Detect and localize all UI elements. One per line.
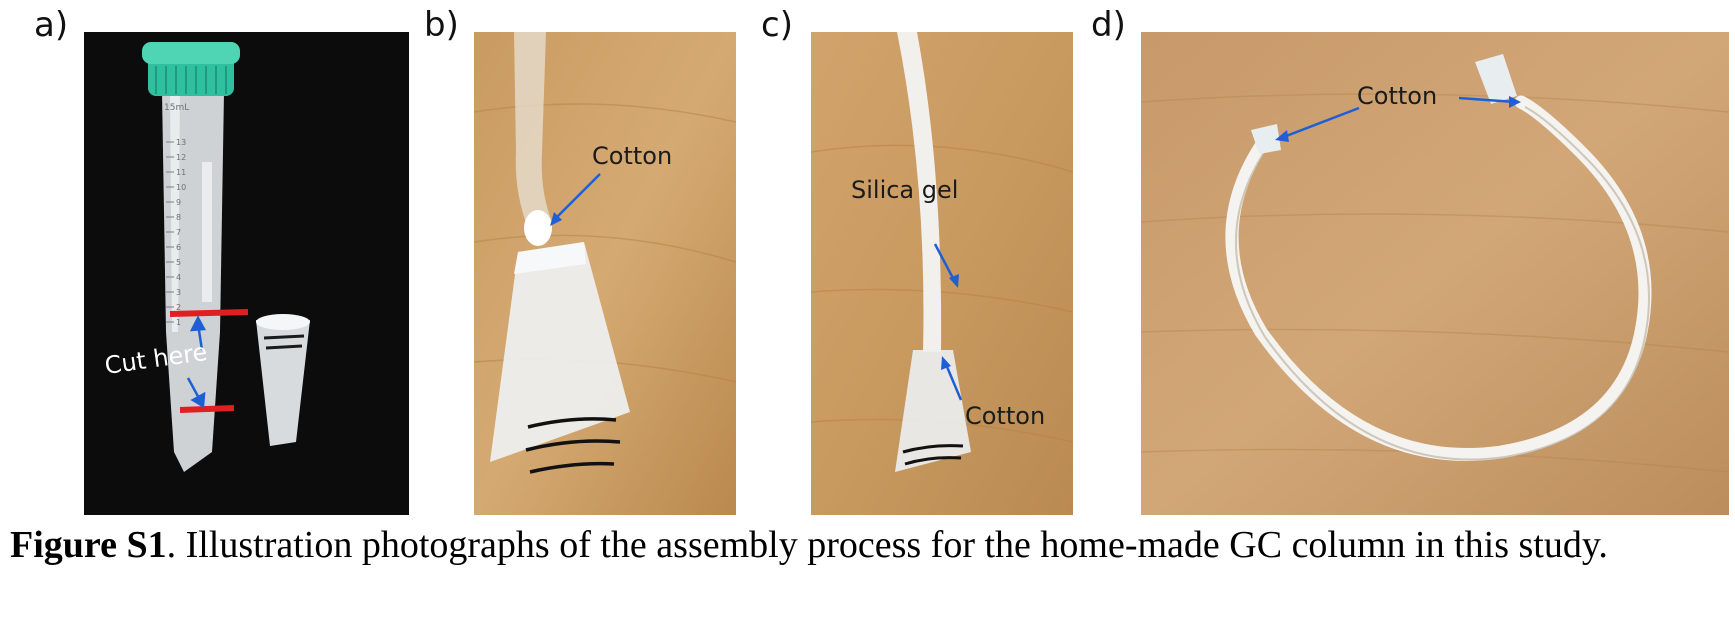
column-end-left — [1251, 124, 1281, 154]
graduation-1: 1 — [176, 318, 181, 327]
figure-caption: Figure S1. Illustration photographs of t… — [10, 522, 1730, 568]
figure-caption-text: . Illustration photographs of the assemb… — [166, 524, 1608, 566]
tube-volume-label: 15mL — [164, 103, 189, 113]
cut-line-top — [169, 309, 249, 317]
graduation-10: 10 — [176, 183, 186, 192]
graduation-2: 2 — [176, 303, 181, 312]
cotton-plug — [524, 210, 552, 246]
column-end-right — [1475, 54, 1517, 104]
annotation-cotton-c: Cotton — [965, 402, 1045, 430]
tube-cap — [142, 42, 240, 96]
annotation-cotton-d: Cotton — [1357, 82, 1437, 110]
panel-label-d: d) — [1091, 5, 1126, 45]
graduation-4: 4 — [176, 273, 181, 282]
plastic-tubing — [514, 32, 552, 228]
photo-d-coiled-column: Cotton — [1141, 32, 1729, 515]
figure-label: Figure S1 — [10, 524, 167, 566]
graduation-11: 11 — [176, 168, 186, 177]
graduation-9: 9 — [176, 198, 181, 207]
graduation-5: 5 — [176, 258, 181, 267]
cut-line-bottom — [179, 405, 235, 413]
photo-c-silica-gel-tube: Silica gel Cotton — [811, 32, 1073, 515]
annotation-cotton-b: Cotton — [592, 142, 672, 170]
panel-label-c: c) — [761, 5, 793, 45]
arrows-cut-here — [186, 315, 207, 409]
silica-gel-tubing — [897, 32, 942, 352]
graduation-13: 13 — [176, 138, 186, 147]
graduation-8: 8 — [176, 213, 181, 222]
graduation-7: 7 — [176, 228, 181, 237]
graduation-12: 12 — [176, 153, 186, 162]
photo-b-cotton-tip: Cotton — [474, 32, 736, 515]
panel-label-b: b) — [424, 5, 459, 45]
photo-a-centrifuge-tube: 13 12 11 10 9 8 7 6 5 4 3 2 1 15mL — [84, 32, 409, 515]
cut-tube-tip — [256, 314, 310, 446]
panel-label-a: a) — [34, 5, 69, 45]
centrifuge-tube — [162, 92, 224, 472]
pipette-tip — [490, 242, 630, 474]
graduation-3: 3 — [176, 288, 181, 297]
annotation-silica-gel: Silica gel — [851, 176, 958, 204]
graduation-6: 6 — [176, 243, 181, 252]
